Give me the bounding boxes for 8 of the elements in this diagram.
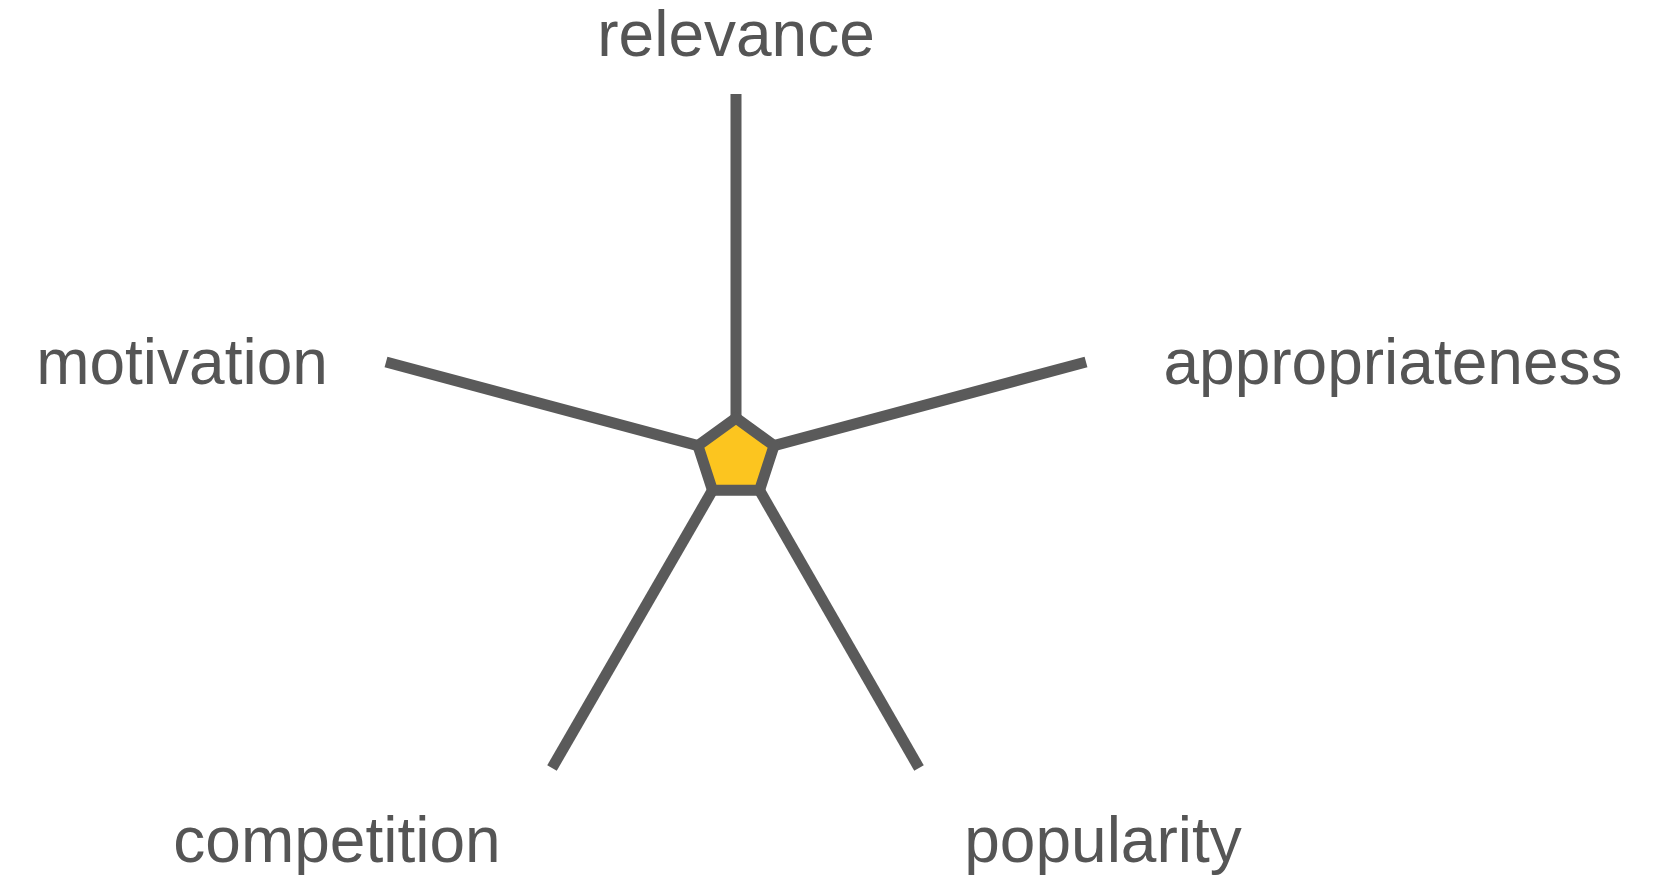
- connector-line: [547, 487, 718, 771]
- axis-label: popularity: [964, 804, 1242, 876]
- axis-label: appropriateness: [1163, 326, 1623, 398]
- connector-line: [754, 487, 924, 771]
- axis-label: motivation: [36, 326, 328, 398]
- axis-label: relevance: [597, 0, 875, 70]
- axis-label: competition: [173, 804, 501, 876]
- connector-line: [730, 94, 742, 418]
